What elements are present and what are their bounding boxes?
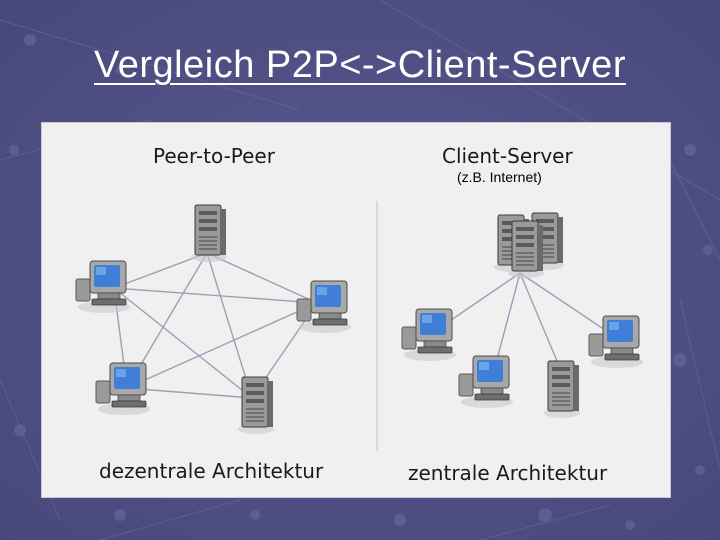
server-cluster-icon xyxy=(493,212,565,279)
computer-icon xyxy=(401,308,457,362)
client-server-caption: zentrale Architektur xyxy=(408,461,608,485)
computer-icon xyxy=(95,362,151,416)
computer-icon xyxy=(588,315,644,369)
computer-icon xyxy=(75,260,131,314)
network-diagram xyxy=(75,201,644,451)
client-server-subheading: (z.B. Internet) xyxy=(457,169,542,185)
client-server-links xyxy=(431,272,615,379)
p2p-caption: dezentrale Architektur xyxy=(99,459,324,483)
server-icon xyxy=(190,204,228,263)
slide-title: Vergleich P2P<->Client-Server xyxy=(94,44,626,86)
p2p-heading: Peer-to-Peer xyxy=(153,144,275,168)
server-icon xyxy=(543,360,581,419)
computer-icon xyxy=(458,355,514,409)
architecture-comparison-figure: Peer-to-Peer Client-Server (z.B. Interne… xyxy=(42,123,670,497)
server-icon xyxy=(237,376,275,435)
computer-icon xyxy=(296,280,352,334)
client-server-heading: Client-Server xyxy=(442,144,573,168)
